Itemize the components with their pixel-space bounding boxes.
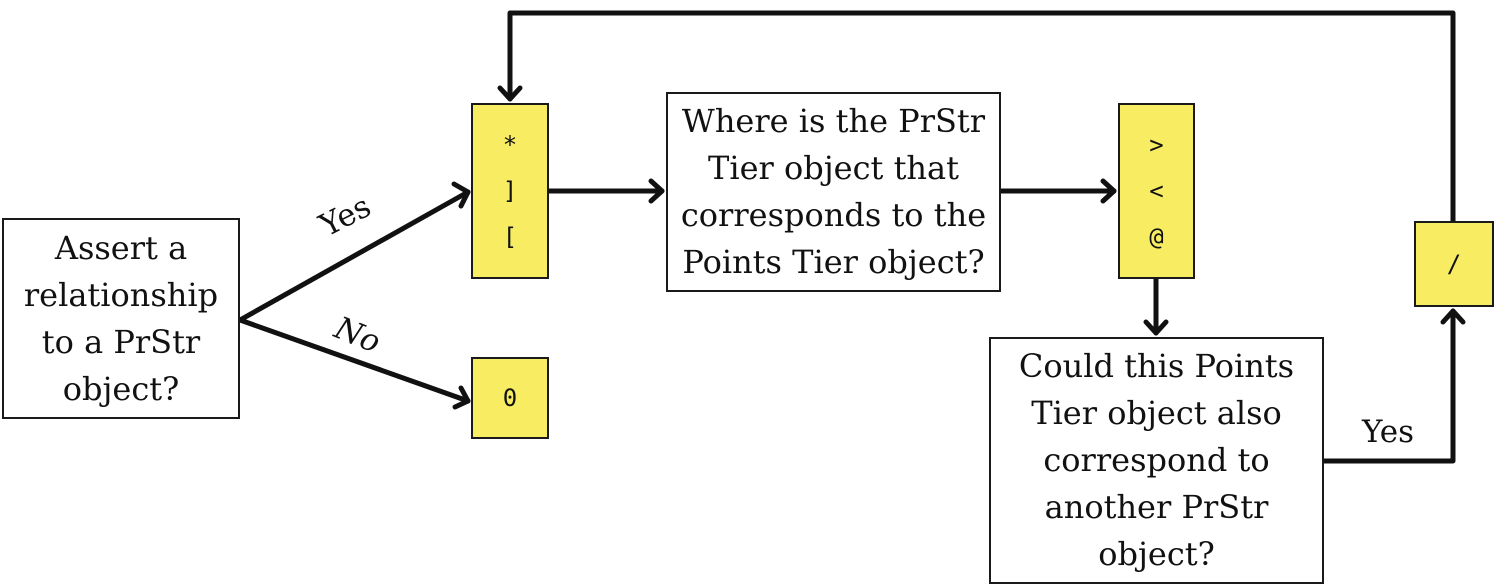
code-symbol: * <box>502 131 518 159</box>
arrowhead-could <box>1143 319 1169 336</box>
node-text-line: correspond to <box>1043 441 1270 479</box>
node-text-line: Tier object that <box>708 149 959 187</box>
code-symbol: < <box>1149 177 1164 205</box>
code-box-star-bracket: * ] [ <box>471 103 549 279</box>
arrowhead-star-group-top <box>497 85 523 102</box>
code-symbol: [ <box>502 223 518 251</box>
edge-assert-to-star-group <box>237 189 471 323</box>
edge-could-to-slash <box>1321 308 1456 464</box>
node-text-line: object? <box>1098 535 1215 573</box>
edge-assert-to-zero <box>237 317 471 404</box>
node-text-line: another PrStr <box>1044 488 1269 526</box>
node-text-line: Where is the PrStr <box>681 102 986 140</box>
node-text-line: corresponds to the <box>680 196 987 234</box>
code-symbol: / <box>1446 250 1462 278</box>
code-symbol: 0 <box>502 384 518 412</box>
node-text-line: object? <box>62 369 180 408</box>
arrowhead-zero <box>452 385 471 410</box>
code-box-gt-lt-at: > < @ <box>1118 103 1195 279</box>
code-symbol: > <box>1149 131 1164 159</box>
arrowhead-slash <box>1440 308 1466 325</box>
arrowhead-gt-group <box>1100 178 1117 204</box>
node-text-line: Assert a <box>54 228 188 267</box>
edge-label-yes-lower: Yes <box>1362 414 1415 450</box>
node-text-line: relationship <box>23 275 219 314</box>
edge-slash-loop-back <box>507 10 1456 224</box>
code-symbol: ] <box>502 177 518 205</box>
node-where-is-prstr-tier: Where is the PrStr Tier object that corr… <box>666 92 1001 292</box>
code-box-slash: / <box>1414 221 1494 307</box>
node-text-line: Tier object also <box>1031 394 1282 432</box>
code-symbol: @ <box>1149 223 1164 251</box>
arrowhead-star-group-left <box>451 181 471 209</box>
node-could-correspond-another: Could this Points Tier object also corre… <box>989 337 1324 584</box>
node-text-line: to a PrStr <box>41 322 201 361</box>
arrowhead-where <box>648 178 665 204</box>
code-box-zero: 0 <box>471 357 549 439</box>
node-text-line: Could this Points <box>1018 347 1295 385</box>
node-assert-relationship: Assert a relationship to a PrStr object? <box>2 218 240 419</box>
node-text-line: Points Tier object? <box>682 243 985 281</box>
